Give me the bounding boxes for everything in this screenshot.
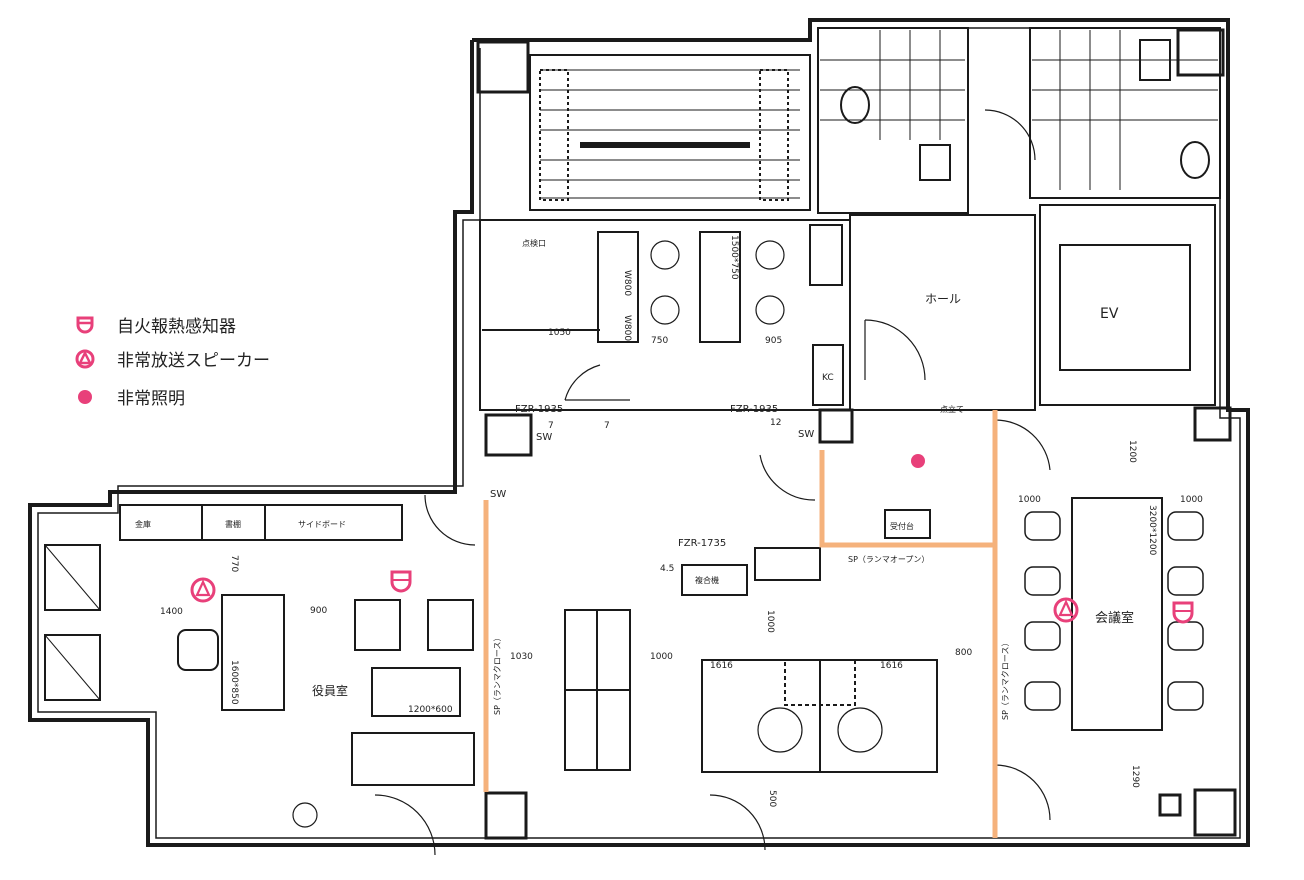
number-label: 12 (770, 418, 781, 428)
room-storage1: 金庫 (135, 519, 151, 529)
legend-label: 非常放送スピーカー (117, 351, 270, 371)
speaker-marker (1053, 597, 1079, 623)
dimension: 1000 (650, 652, 673, 662)
hall-box (849, 214, 1036, 411)
speaker-marker (190, 577, 216, 603)
dimension: 3200*1200 (1147, 505, 1157, 556)
fzr-label: FZR-1935 (730, 404, 778, 415)
dimension: 1200 (1127, 440, 1137, 463)
dimension: 1500*750 (729, 235, 739, 280)
dimension: 1200*600 (408, 705, 453, 715)
number-label: 7 (604, 421, 610, 431)
toilet-left (817, 27, 969, 214)
room-inspection: 点検口 (522, 238, 546, 248)
upper-office (479, 219, 851, 411)
fzr-label: FZR-1935 (515, 404, 563, 415)
dimension: W800 (622, 270, 632, 296)
dimension: 500 (767, 790, 777, 807)
room-executive: 役員室 (312, 683, 348, 698)
outer-wall (28, 18, 1250, 847)
legend-heat-detector: 自火報熱感知器 (75, 312, 236, 337)
room-kc: KC (822, 373, 834, 383)
sw-label: SW (490, 489, 506, 500)
legend-emergency-speaker: 非常放送スピーカー (75, 346, 270, 371)
dimension: 1030 (510, 652, 533, 662)
dimension: 750 (651, 336, 668, 346)
dimension: 1000 (1180, 495, 1203, 505)
emergency-light-icon (78, 389, 92, 404)
dimension: W800 (622, 315, 632, 341)
room-meeting: 会議室 (1095, 610, 1134, 626)
legend-label: 自火報熱感知器 (117, 317, 236, 337)
room-storage2: 書棚 (225, 519, 241, 529)
legend-emergency-light: 非常照明 (75, 384, 185, 409)
fzr-label: FZR-1735 (678, 538, 726, 549)
room-standpipe: 点立て (940, 404, 964, 414)
dimension: 1600*850 (229, 660, 239, 705)
room-copier: 複合機 (695, 575, 719, 585)
sp-label: SP（ランマオープン） (848, 555, 929, 564)
stair-block (529, 54, 811, 211)
heat-detector-marker (1172, 601, 1194, 624)
dimension: 900 (310, 606, 327, 616)
toilet-right (1029, 27, 1221, 199)
room-sideboard: サイドボード (298, 520, 346, 529)
emergency-speaker-icon (75, 349, 95, 368)
room-hall: ホール (925, 292, 961, 306)
dimension: 1400 (160, 607, 183, 617)
emergency-light-marker (911, 454, 925, 468)
dimension: 1290 (1130, 765, 1140, 788)
room-ev: EV (1100, 306, 1119, 322)
sw-label: SW (798, 429, 814, 440)
dimension: 1050 (548, 328, 571, 338)
dimension: 905 (765, 336, 782, 346)
dimension: 1616 (880, 661, 903, 671)
sp-label: SP（ランマクロース） (493, 633, 502, 715)
dimension: 1000 (765, 610, 775, 633)
sp-label: SP（ランマクロース） (1001, 638, 1010, 720)
ev-box (1039, 204, 1216, 406)
sw-label: SW (536, 432, 552, 443)
dimension: 770 (229, 555, 239, 572)
legend-label: 非常照明 (117, 389, 185, 409)
heat-detector-marker (390, 570, 412, 593)
dimension: 1000 (1018, 495, 1041, 505)
outer-wall-inner (37, 27, 1241, 839)
room-reception: 受付台 (890, 521, 914, 531)
number-label: 4.5 (660, 564, 674, 574)
number-label: 7 (548, 421, 554, 431)
heat-detector-icon (76, 316, 94, 333)
partition-reception (819, 450, 995, 548)
dimension: 1616 (710, 661, 733, 671)
dimension: 800 (955, 648, 972, 658)
